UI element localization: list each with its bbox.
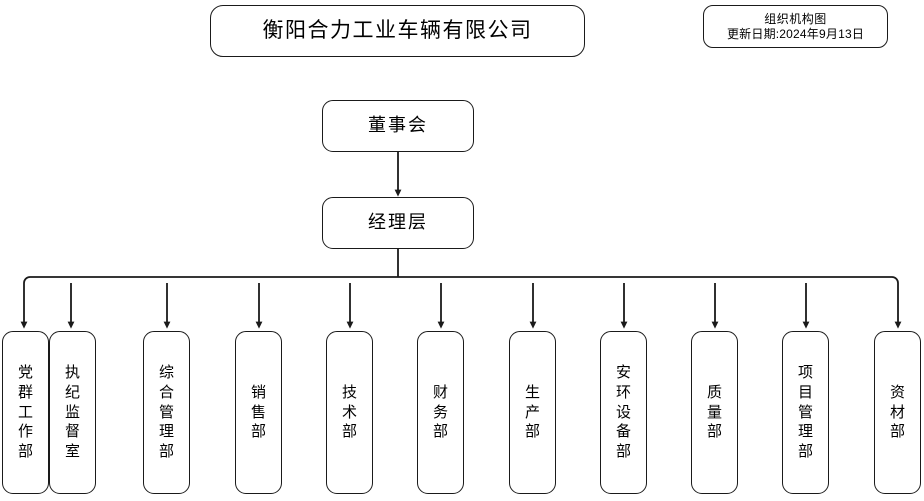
node-department-9-label: 质量部	[707, 383, 723, 441]
node-department-4: 销售部	[235, 331, 282, 494]
node-board-of-directors: 董事会	[322, 100, 474, 152]
company-title-box: 衡阳合力工业车辆有限公司	[210, 5, 585, 57]
node-department-5: 技术部	[326, 331, 373, 494]
node-department-3-label: 综合管理部	[159, 364, 175, 461]
node-department-8: 安环设备部	[600, 331, 647, 494]
legend-box: 组织机构图 更新日期:2024年9月13日	[703, 5, 888, 48]
edge-horizontal-bus	[23, 276, 899, 284]
legend-title-label: 组织机构图	[764, 11, 827, 26]
node-department-6: 财务部	[417, 331, 464, 494]
node-department-6-label: 财务部	[433, 383, 449, 441]
node-department-1: 党群工作部	[2, 331, 49, 494]
node-department-7: 生产部	[509, 331, 556, 494]
node-department-7-label: 生产部	[525, 383, 541, 441]
node-department-10-label: 项目管理部	[798, 364, 814, 461]
node-department-2: 执纪监督室	[49, 331, 96, 494]
node-department-4-label: 销售部	[251, 383, 267, 441]
node-department-9: 质量部	[691, 331, 738, 494]
node-management-layer-label: 经理层	[368, 212, 428, 233]
node-department-8-label: 安环设备部	[616, 364, 632, 461]
company-title-label: 衡阳合力工业车辆有限公司	[262, 18, 533, 42]
node-department-11-label: 资材部	[890, 383, 906, 441]
node-department-5-label: 技术部	[342, 383, 358, 441]
node-department-11: 资材部	[874, 331, 921, 494]
node-department-1-label: 党群工作部	[18, 364, 34, 461]
node-board-of-directors-label: 董事会	[368, 115, 428, 136]
node-department-2-label: 执纪监督室	[65, 364, 81, 461]
legend-update-date-label: 更新日期:2024年9月13日	[726, 26, 865, 41]
node-department-10: 项目管理部	[782, 331, 829, 494]
node-department-3: 综合管理部	[143, 331, 190, 494]
node-management-layer: 经理层	[322, 197, 474, 249]
